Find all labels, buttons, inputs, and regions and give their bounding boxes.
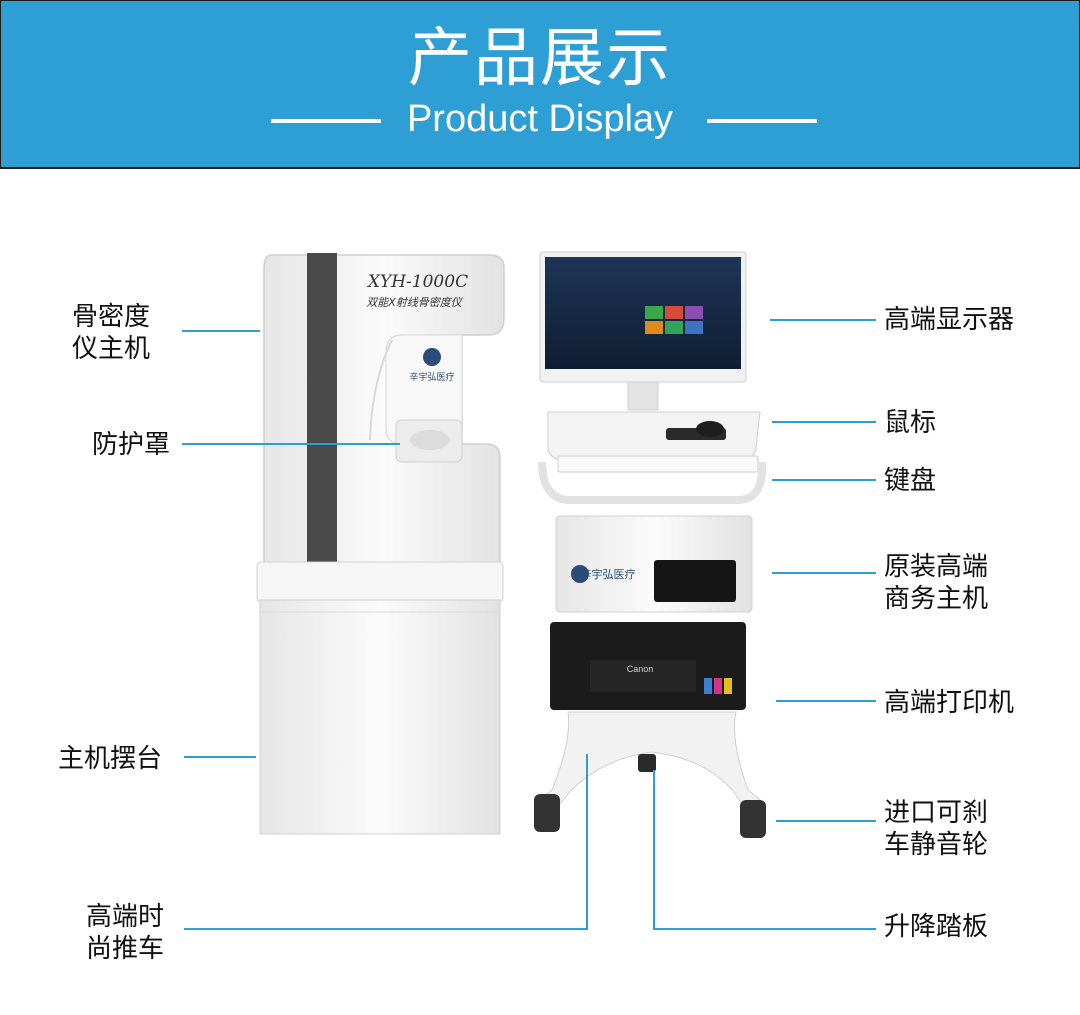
label-pc-line2: 商务主机	[884, 584, 989, 614]
leader-keyboard	[772, 479, 876, 481]
leader-cart-vertical	[586, 754, 588, 930]
label-host-line1: 骨密度	[72, 302, 151, 332]
label-cart-line2: 尚推车	[86, 934, 165, 964]
leader-pedal	[653, 928, 876, 930]
label-mouse: 鼠标	[884, 408, 937, 438]
brand-name-host: 辛宇弘医疗	[409, 371, 454, 383]
leader-pedal-vertical	[653, 770, 655, 930]
model-subtitle: 双能X射线骨密度仪	[366, 296, 464, 309]
leader-monitor	[770, 319, 876, 321]
leader-stand	[184, 756, 256, 758]
brand-name-pc: 辛宇弘医疗	[581, 567, 636, 581]
label-shield: 防护罩	[92, 430, 171, 460]
wheel-left-icon	[534, 794, 560, 832]
cart-tray	[538, 411, 767, 504]
pc-host: 辛宇弘医疗	[555, 515, 753, 613]
subtitle-rule-left	[271, 119, 381, 123]
header-banner: 产品展示 Product Display	[0, 0, 1080, 169]
brand-logo-pc-icon	[571, 565, 589, 583]
label-monitor: 高端显示器	[884, 305, 1015, 335]
monitor	[539, 251, 747, 411]
leader-printer	[776, 700, 876, 702]
label-pc-line1: 原装高端	[884, 552, 989, 582]
dark-stripe	[307, 253, 337, 574]
mouse-icon	[696, 421, 724, 437]
printer: Canon	[550, 622, 746, 710]
printer-brand: Canon	[627, 664, 654, 674]
leader-cart	[184, 928, 588, 930]
label-printer: 高端打印机	[884, 688, 1015, 718]
subtitle-rule-right	[707, 119, 817, 123]
leader-shield	[182, 443, 400, 445]
model-name: XYH-1000C	[366, 272, 468, 292]
label-pedal: 升降踏板	[884, 912, 989, 942]
label-keyboard: 键盘	[884, 466, 937, 496]
monitor-screen	[545, 257, 741, 369]
cart-base	[534, 711, 766, 838]
page-title: 产品展示	[408, 22, 672, 96]
label-stand: 主机摆台	[58, 744, 163, 774]
keyboard-icon	[557, 455, 759, 473]
brand-logo-icon	[423, 348, 441, 366]
leader-pc	[772, 572, 876, 574]
label-wheels-line2: 车静音轮	[884, 830, 989, 860]
label-host-line2: 仪主机	[72, 334, 151, 364]
page-subtitle: Product Display	[406, 98, 674, 140]
leader-wheels	[776, 820, 876, 822]
pedal-icon	[638, 754, 656, 772]
host-stand	[256, 561, 504, 835]
densitometer-host: XYH-1000C 双能X射线骨密度仪 辛宇弘医疗	[263, 253, 505, 575]
leader-mouse	[772, 421, 876, 423]
leader-host	[182, 330, 260, 332]
label-cart-line1: 高端时	[86, 902, 165, 932]
label-wheels-line1: 进口可刹	[884, 798, 989, 828]
wheel-right-icon	[740, 800, 766, 838]
